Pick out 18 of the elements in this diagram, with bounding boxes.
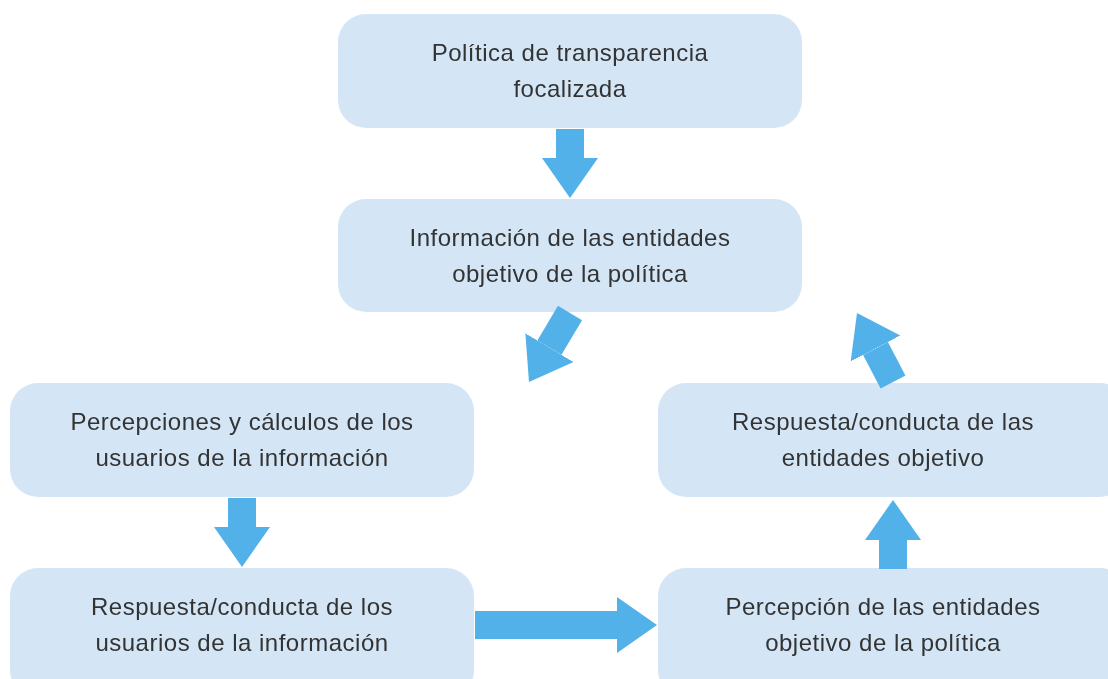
process-box [338, 199, 802, 312]
process-box [658, 568, 1108, 679]
process-box [338, 14, 802, 128]
block-arrow [475, 597, 657, 653]
process-box [658, 383, 1108, 497]
box-text: Percepción de las entidades objetivo de la política [724, 592, 1042, 658]
process-box [10, 568, 474, 679]
box-text: Respuesta/conducta de las entidades objetivo [731, 407, 1035, 473]
box-text: Respuesta/conducta de los usuarios de la información [90, 592, 394, 658]
block-arrow [214, 498, 270, 567]
box-text: Política de transparencia focalizada [430, 38, 710, 104]
block-arrow [865, 500, 921, 569]
process-box [10, 383, 474, 497]
block-arrow [542, 129, 598, 198]
block-arrow [850, 313, 906, 389]
box-text: Percepciones y cálculos de los usuarios de la información [69, 407, 415, 473]
block-arrow [525, 305, 583, 382]
box-text: Información de las entidades objetivo de la política [408, 222, 732, 289]
